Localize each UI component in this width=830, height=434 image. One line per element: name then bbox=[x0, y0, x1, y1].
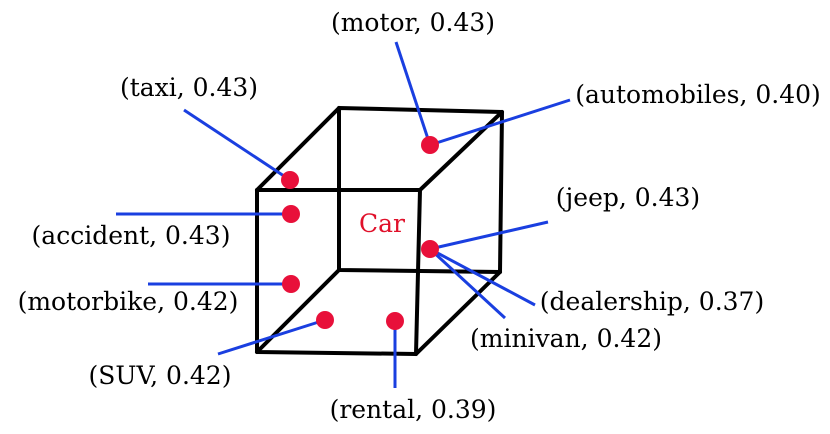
label-minivan: (minivan, 0.42) bbox=[470, 324, 662, 353]
leader-jeep bbox=[429, 220, 549, 251]
dot-motorbike bbox=[282, 275, 300, 293]
leader-automobiles bbox=[429, 98, 571, 147]
label-dealership: (dealership, 0.37) bbox=[540, 287, 764, 316]
cube-edge-bottom-right bbox=[414, 270, 502, 356]
label-accident: (accident, 0.43) bbox=[32, 221, 231, 250]
label-motor: (motor, 0.43) bbox=[331, 8, 495, 37]
dot-motor-automobiles bbox=[421, 136, 439, 154]
leader-motor bbox=[394, 41, 432, 146]
dot-accident bbox=[282, 205, 300, 223]
leader-minivan bbox=[428, 247, 507, 320]
label-taxi: (taxi, 0.43) bbox=[120, 73, 258, 102]
dot-suv bbox=[316, 311, 334, 329]
dot-rental bbox=[386, 312, 404, 330]
label-rental: (rental, 0.39) bbox=[330, 395, 497, 424]
center-label: Car bbox=[359, 209, 405, 238]
leader-lines bbox=[116, 41, 571, 388]
leader-suv bbox=[217, 318, 326, 356]
dot-jeep-dealership-minivan bbox=[421, 240, 439, 258]
term-dots bbox=[281, 136, 439, 330]
label-automobiles: (automobiles, 0.40) bbox=[575, 80, 821, 109]
cube-edge-top-left bbox=[255, 106, 341, 192]
leader-dealership bbox=[429, 247, 536, 307]
label-jeep: (jeep, 0.43) bbox=[556, 183, 700, 212]
leader-taxi bbox=[183, 108, 291, 182]
label-suv: (SUV, 0.42) bbox=[89, 361, 232, 390]
dot-taxi bbox=[281, 171, 299, 189]
label-motorbike: (motorbike, 0.42) bbox=[18, 287, 239, 316]
